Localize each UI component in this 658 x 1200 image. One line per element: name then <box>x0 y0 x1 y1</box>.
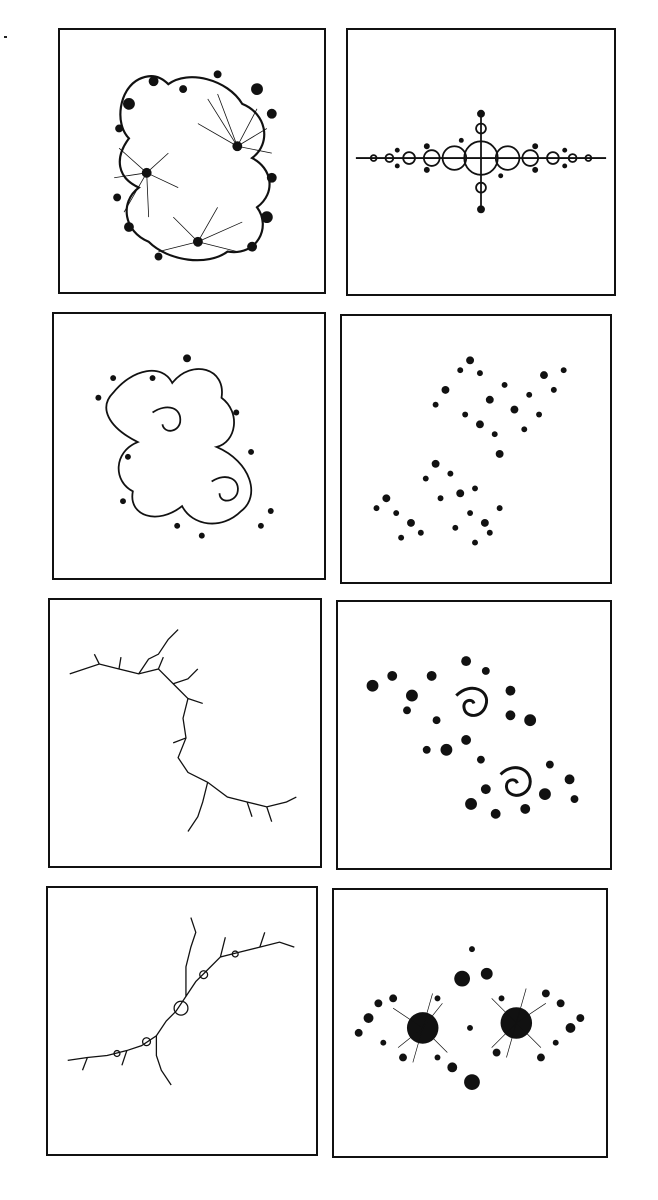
fractal-rabbit-lobed <box>113 70 277 262</box>
fractal-panel-7 <box>46 886 318 1156</box>
fractal-panel-8 <box>332 888 608 1158</box>
edge-mark <box>4 36 7 38</box>
fractal-panel-5 <box>48 598 322 868</box>
fractal-panel-6 <box>336 600 612 870</box>
fractal-dense-spiral-dust <box>354 946 585 1090</box>
fractal-circle-chain <box>355 109 607 214</box>
fractal-dendrite <box>69 629 297 832</box>
fractal-panel-1 <box>58 28 326 294</box>
fractal-panel-4 <box>340 314 612 584</box>
fractal-panel-3 <box>52 312 326 580</box>
fractal-spiral-dust <box>366 656 579 819</box>
fractal-panel-2 <box>346 28 616 296</box>
fractal-dendrite-circles <box>67 917 295 1086</box>
fractal-dust-cluster <box>373 356 567 546</box>
fractal-double-spiral <box>95 354 274 539</box>
